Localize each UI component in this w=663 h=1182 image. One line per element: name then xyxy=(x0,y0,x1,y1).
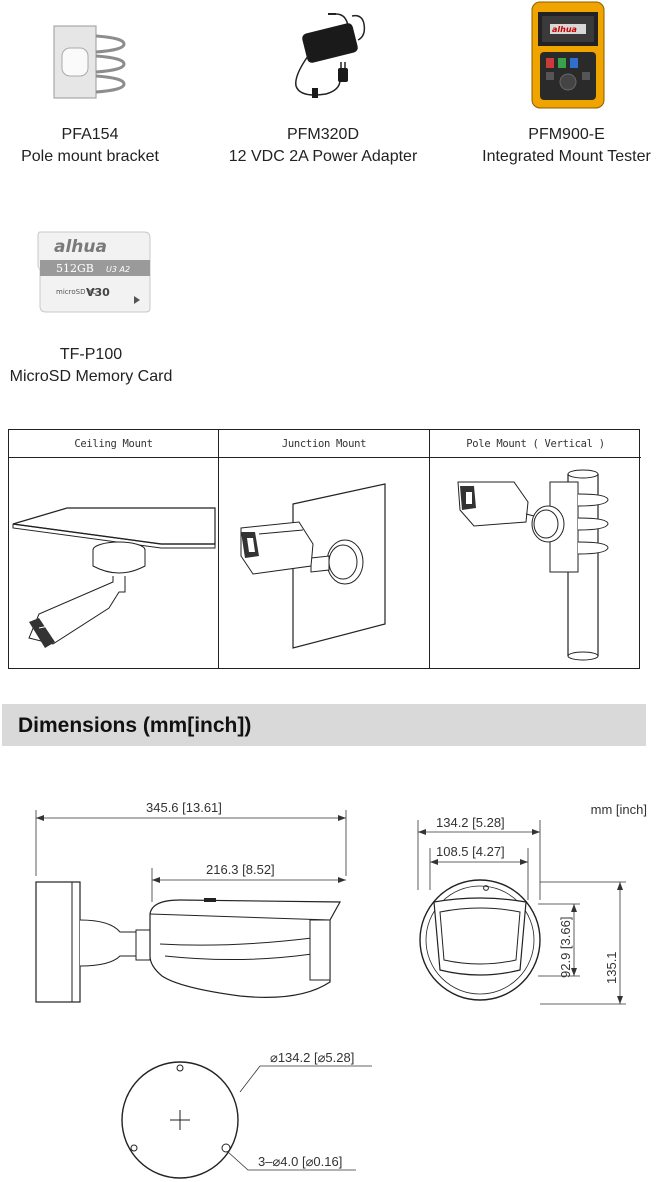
accessory-pfm320d: PFM320D 12 VDC 2A Power Adapter xyxy=(220,0,426,180)
microsd-card-icon: alhua 512GB U3 A2 microSD XC I V30 xyxy=(37,231,151,313)
overall-length-label: 345.6 [13.61] xyxy=(146,800,222,815)
accessory-model: TF-P100 xyxy=(59,346,123,363)
accessory-tfp100: alhua 512GB U3 A2 microSD XC I V30 TF-P1… xyxy=(0,222,182,394)
card-speed-text: V30 xyxy=(86,286,110,299)
accessory-description: MicroSD Memory Card xyxy=(9,368,173,385)
inner-height-label: 92.9 [3.66] xyxy=(558,917,573,978)
accessory-model: PFM320D xyxy=(286,126,360,143)
outer-height-label: 135.1 xyxy=(604,951,619,984)
card-capacity-text: 512GB xyxy=(56,262,94,275)
outer-width-label: 134.2 [5.28] xyxy=(436,815,505,830)
card-format-text: microSD XC I xyxy=(56,288,101,296)
tester-brand-text: alhua xyxy=(552,25,577,34)
housing-length-label: 216.3 [8.52] xyxy=(206,862,275,877)
ceiling-mount-illustration xyxy=(12,507,216,648)
accessory-model: PFM900-E xyxy=(528,126,605,143)
inner-width-label: 108.5 [4.27] xyxy=(436,844,505,859)
accessory-model: PFA154 xyxy=(61,126,119,143)
base-view-drawing: ⌀134.2 [⌀5.28] 3–⌀4.0 [⌀0.16] xyxy=(121,1050,372,1179)
dimensions-title: Dimensions (mm[inch]) xyxy=(18,714,252,737)
pole-mount-illustration xyxy=(457,469,609,661)
accessory-description: Integrated Mount Tester xyxy=(482,148,651,165)
dimension-drawings: mm [inch] 345.6 [13.61] 216.3 [8.52] 134… xyxy=(0,770,663,1182)
mount-column-junction: Junction Mount xyxy=(219,430,430,668)
side-view-drawing: 345.6 [13.61] 216.3 [8.52] xyxy=(35,800,347,1003)
pole-mount-bracket-icon xyxy=(53,25,126,99)
card-class-text: U3 A2 xyxy=(106,265,130,274)
mount-header: Junction Mount xyxy=(219,430,429,458)
mount-column-ceiling: Ceiling Mount xyxy=(9,430,219,668)
front-view-drawing: 134.2 [5.28] 108.5 [4.27] 92.9 [3.66] 13… xyxy=(417,815,626,1005)
mounting-options-table: Ceiling Mount Junction Mount xyxy=(8,429,641,669)
accessory-description: Pole mount bracket xyxy=(21,148,159,165)
unit-label: mm [inch] xyxy=(590,802,647,817)
mount-header: Pole Mount ( Vertical ) xyxy=(430,430,641,458)
accessory-pfa154: PFA154 Pole mount bracket xyxy=(0,0,180,180)
mount-column-pole: Pole Mount ( Vertical ) xyxy=(430,430,641,668)
power-adapter-icon xyxy=(295,13,366,98)
mount-header: Ceiling Mount xyxy=(9,430,218,458)
mount-tester-icon: alhua xyxy=(531,1,605,109)
accessory-description: 12 VDC 2A Power Adapter xyxy=(228,148,418,165)
mounting-holes-label: 3–⌀4.0 [⌀0.16] xyxy=(258,1154,342,1169)
card-brand-text: alhua xyxy=(54,237,107,257)
base-diameter-label: ⌀134.2 [⌀5.28] xyxy=(270,1050,354,1065)
dimensions-section-header: Dimensions (mm[inch]) xyxy=(2,704,646,746)
junction-mount-illustration xyxy=(240,483,386,649)
accessory-pfm900e: alhua PFM900-E Integrated Mount Tester xyxy=(470,0,663,180)
